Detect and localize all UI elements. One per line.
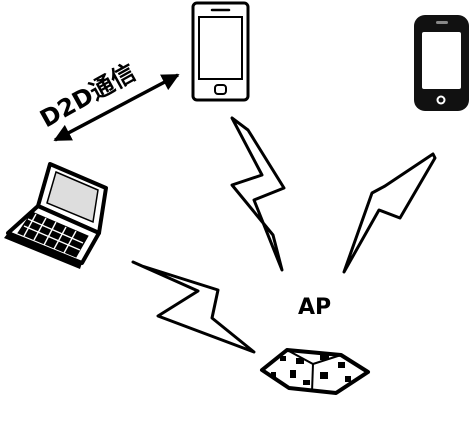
- access-point-icon: [260, 348, 370, 395]
- d2d-double-arrow: [53, 73, 180, 142]
- lightning-icon-left-phone: [230, 116, 286, 272]
- lightning-icon-laptop: [131, 260, 256, 354]
- smartphone-icon-left: [191, 1, 250, 102]
- ap-label: AP: [298, 295, 331, 320]
- laptop-icon: [4, 162, 108, 269]
- lightning-icon-right-phone: [342, 152, 437, 274]
- smartphone-icon-right: [414, 15, 469, 111]
